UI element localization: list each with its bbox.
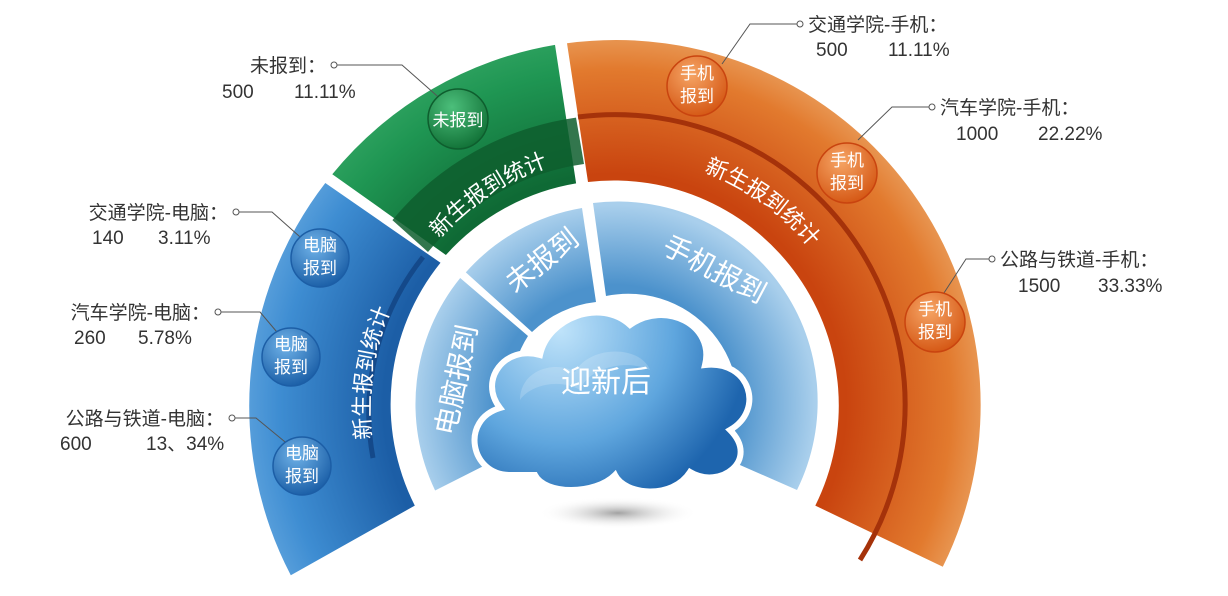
callout-phone-3-value: 1500 [1018,276,1060,297]
outer-segment-unreported [332,44,577,256]
inner-segment-unreported [465,208,596,332]
callout-computer-3-name: 公路与铁道-电脑： [66,408,224,430]
bubble-computer-1-line2: 报到 [303,259,337,278]
callout-computer-2-value: 260 [74,328,106,349]
callout-computer-3-value: 600 [60,434,92,455]
bubble-computer-3: 电脑 报到 [272,436,332,496]
bubble-phone-3-line1: 手机 [918,300,952,319]
bubble-phone-1: 手机 报到 [666,55,728,117]
bubble-unreported-text: 未报到 [433,111,484,130]
callout-computer-1-name: 交通学院-电脑： [89,202,228,224]
outer-band-computer [366,255,425,459]
callout-phone-1-value: 500 [816,40,848,61]
callout-computer-1-value: 140 [92,228,124,249]
bubble-phone-3: 手机 报到 [904,291,966,353]
callout-phone-2-value: 1000 [956,124,998,145]
bubble-computer-2: 电脑 报到 [261,327,321,387]
bubble-computer-2-line1: 电脑 [274,335,308,354]
bubble-phone-2-line2: 报到 [830,174,864,193]
callout-phone-2-percent: 22.22% [1038,124,1103,145]
callout-computer-3-percent: 13、34% [146,434,224,455]
callout-computer-1-percent: 3.11% [158,228,211,249]
bubble-computer-1: 电脑 报到 [290,228,350,288]
outer-band-phone [577,112,908,562]
bubble-phone-1-line2: 报到 [680,87,714,106]
bubble-computer-2-line2: 报到 [274,358,308,377]
bubble-phone-3-line2: 报到 [918,323,952,342]
cloud-shadow [538,497,698,529]
callout-phone-1-name: 交通学院-手机： [808,14,947,36]
callout-phone-3-name: 公路与铁道-手机： [1000,249,1158,271]
bubble-computer-1-line1: 电脑 [303,236,337,255]
center-title: 迎新后 [561,366,651,399]
cloud-center [471,309,753,495]
bubble-computer-3-line2: 报到 [285,467,319,486]
bubble-computer-3-line1: 电脑 [285,444,319,463]
bubble-phone-2: 手机 报到 [816,142,878,204]
callout-unreported-percent: 11.11% [294,82,356,103]
leader-lines [214,20,996,447]
callout-computer-2-name: 汽车学院-电脑： [71,302,210,324]
callout-phone-3-percent: 33.33% [1098,276,1163,297]
callout-computer-2-percent: 5.78% [138,328,192,349]
inner-segment-phone [593,201,818,490]
callout-unreported-value: 500 [222,82,254,103]
callouts: 未报到： 500 11.11% 交通学院-电脑： 140 3.11% 汽车学院-… [60,14,1163,455]
bubble-phone-1-line1: 手机 [680,64,714,83]
outer-band-unreported [392,117,584,252]
bubble-phone-2-line1: 手机 [830,151,864,170]
callout-phone-1-percent: 11.11% [888,40,950,61]
callout-phone-2-name: 汽车学院-手机： [940,97,1079,119]
bubble-unreported: 未报到 [427,88,489,150]
callout-unreported-name: 未报到： [250,55,326,77]
